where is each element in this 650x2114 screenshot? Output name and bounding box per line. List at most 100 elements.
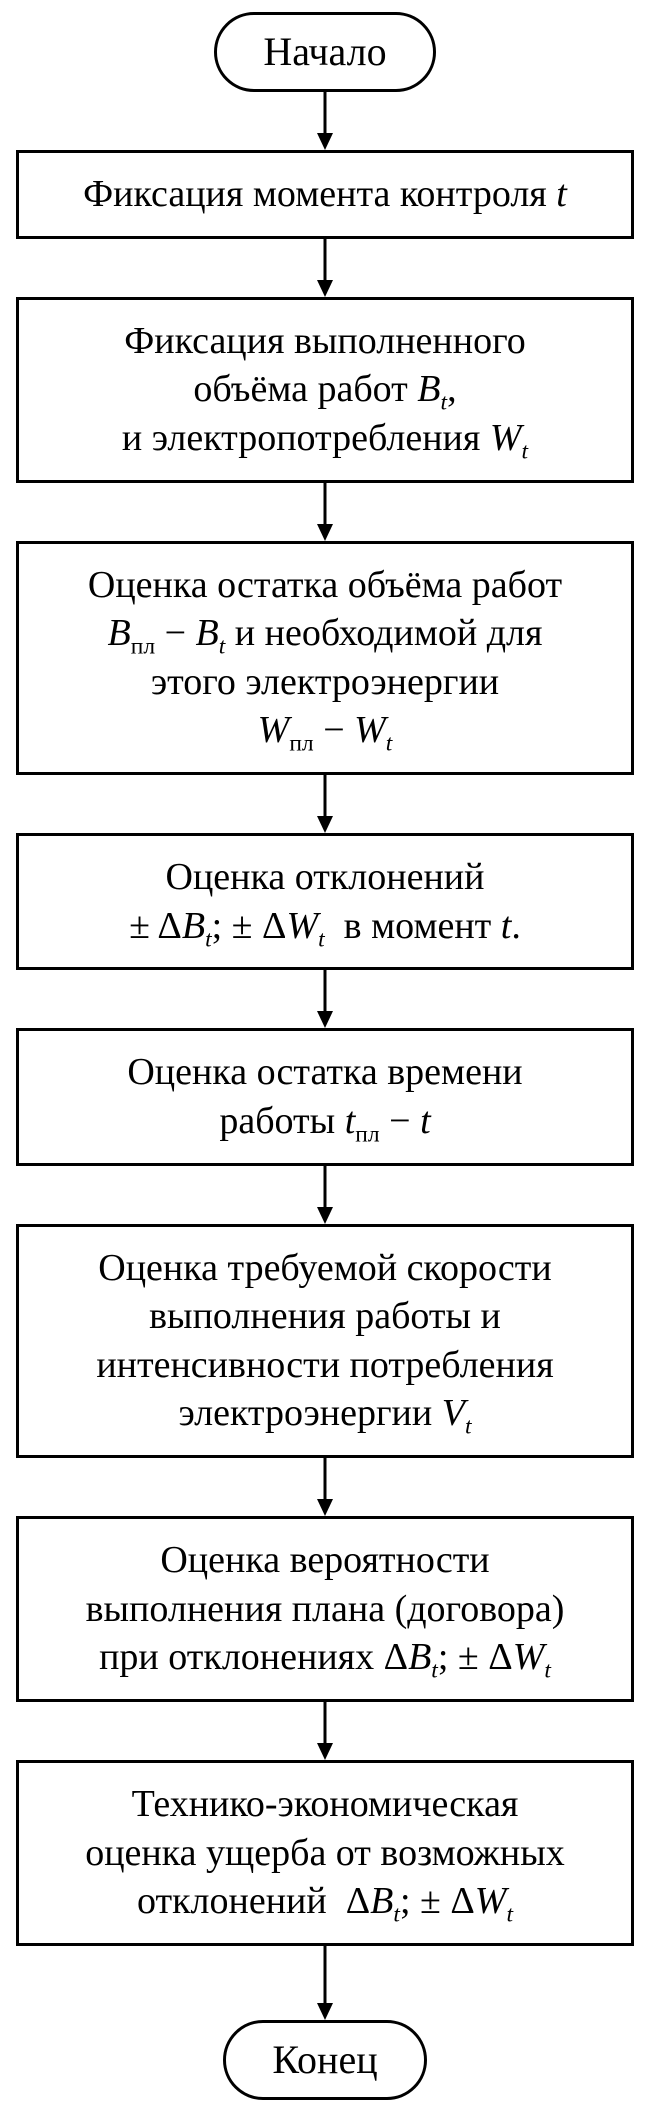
text-run: t xyxy=(521,438,529,465)
text-run: Технико-экономическая xyxy=(131,1782,519,1825)
text-run: W xyxy=(489,416,522,459)
text-run: B xyxy=(417,368,441,411)
start-terminal: Начало xyxy=(214,12,436,92)
text-run: пл xyxy=(289,730,314,757)
text-run: B xyxy=(195,612,219,655)
text-run: объёма работ xyxy=(193,368,418,411)
text-run: t xyxy=(544,1657,551,1684)
text-run: Оценка отклонений xyxy=(165,856,485,898)
text-line: выполнения работы и xyxy=(27,1292,623,1341)
text-run: t xyxy=(440,389,448,416)
flow-arrow-2 xyxy=(313,239,337,297)
text-run: в момент xyxy=(324,904,501,947)
text-line: отклонений ΔBt; ± ΔWt xyxy=(27,1877,623,1926)
text-line: ± ΔBt; ± ΔWt в момент t. xyxy=(27,902,623,951)
text-line: интенсивности потребления xyxy=(27,1341,623,1390)
text-run: Оценка остатка времени xyxy=(127,1051,523,1094)
text-line: Фиксация выполненного xyxy=(27,317,623,366)
flow-arrow-4 xyxy=(313,775,337,833)
flow-arrow-8 xyxy=(313,1702,337,1760)
text-run: t xyxy=(506,1901,513,1928)
text-line: выполнения плана (договора) xyxy=(27,1585,623,1634)
text-line: работы tпл − t xyxy=(27,1097,623,1146)
text-run: и электропотребления xyxy=(121,416,490,459)
text-line: и электропотребления Wt xyxy=(27,414,623,463)
text-run: V xyxy=(441,1392,465,1435)
text-run: ; ± Δ xyxy=(399,1880,475,1923)
process-box-technical-economic-assessment: Технико-экономическая оценка ущерба от во… xyxy=(16,1759,634,1946)
text-run: W xyxy=(257,709,290,752)
text-line: Оценка отклонений xyxy=(27,853,623,902)
text-run: ± Δ xyxy=(129,904,182,947)
text-line: оценка ущерба от возможных xyxy=(27,1829,623,1878)
text-run: работы xyxy=(219,1099,345,1142)
text-line: Bпл − Bt и необходимой для xyxy=(27,609,623,658)
text-run: Оценка требуемой скорости xyxy=(98,1246,552,1289)
text-run: W xyxy=(474,1880,507,1923)
text-run: t xyxy=(344,1099,356,1142)
flow-arrow-1 xyxy=(313,92,337,150)
text-run: W xyxy=(354,709,386,752)
text-run: t xyxy=(318,926,325,953)
text-run: интенсивности потребления xyxy=(96,1343,554,1386)
text-run: этого электроэнергии xyxy=(150,660,500,703)
text-line: объёма работ Bt, xyxy=(27,365,623,414)
text-line: Технико-экономическая xyxy=(27,1780,623,1829)
text-run: Фиксация выполненного xyxy=(124,319,526,362)
text-run: отклонений Δ xyxy=(136,1880,371,1923)
text-run: − xyxy=(313,709,355,752)
text-run: t xyxy=(500,904,512,947)
process-box-estimate-deviations: Оценка отклонений± ΔBt; ± ΔWt в момент t… xyxy=(16,833,634,971)
text-line: Оценка остатка времени xyxy=(27,1048,623,1097)
text-line: Фиксация момента контроля t xyxy=(27,170,623,219)
flow-arrow-5 xyxy=(313,970,337,1028)
text-run: Фиксация момента контроля xyxy=(83,173,557,215)
text-run: пл xyxy=(130,633,156,660)
text-run: − xyxy=(155,612,196,655)
text-run: B xyxy=(408,1636,432,1679)
text-run: ; ± Δ xyxy=(211,904,287,947)
text-run: B xyxy=(107,612,131,655)
text-run: B xyxy=(370,1880,394,1923)
text-line: Оценка вероятности xyxy=(27,1536,623,1585)
text-run: t xyxy=(556,173,567,215)
text-line: Оценка требуемой скорости xyxy=(27,1244,623,1293)
process-box-fix-control-moment: Фиксация момента контроля t xyxy=(16,150,634,239)
text-run: t xyxy=(431,1657,438,1684)
process-box-estimate-plan-probability: Оценка вероятности выполнения плана (дого… xyxy=(16,1516,634,1702)
text-run: t xyxy=(420,1099,431,1142)
text-line: электроэнергии Vt xyxy=(27,1389,623,1438)
text-run: Оценка вероятности xyxy=(160,1539,490,1581)
text-line: при отклонениях ΔBt; ± ΔWt xyxy=(27,1633,623,1682)
flow-arrow-3 xyxy=(313,483,337,541)
text-run: B xyxy=(181,904,206,947)
flow-arrow-9 xyxy=(313,1946,337,2020)
text-run: оценка ущерба от возможных xyxy=(85,1831,565,1874)
process-box-estimate-required-speed: Оценка требуемой скорости выполнения рабо… xyxy=(16,1223,634,1458)
text-run: ; ± Δ xyxy=(437,1636,513,1679)
text-run: . xyxy=(511,904,521,947)
text-run: t xyxy=(464,1413,472,1440)
text-run: и необходимой для xyxy=(225,612,543,655)
text-run: t xyxy=(393,1901,400,1928)
text-run: − xyxy=(379,1099,421,1142)
text-run: t xyxy=(205,926,212,953)
text-run: W xyxy=(512,1636,545,1679)
text-run: W xyxy=(286,904,319,947)
text-line: Wпл − Wt xyxy=(27,706,623,755)
end-terminal: Конец xyxy=(223,2019,427,2100)
text-run: электроэнергии xyxy=(178,1392,442,1435)
text-run: выполнения работы и xyxy=(149,1295,501,1338)
end-label: Конец xyxy=(272,2036,378,2082)
text-run: выполнения плана (договора) xyxy=(85,1587,565,1630)
flow-arrow-6 xyxy=(313,1166,337,1224)
text-run: Оценка остатка объёма работ xyxy=(87,563,563,606)
text-line: этого электроэнергии xyxy=(27,658,623,707)
text-run: t xyxy=(218,633,226,660)
flow-arrow-7 xyxy=(313,1458,337,1516)
text-run: при отклонениях Δ xyxy=(99,1636,409,1679)
